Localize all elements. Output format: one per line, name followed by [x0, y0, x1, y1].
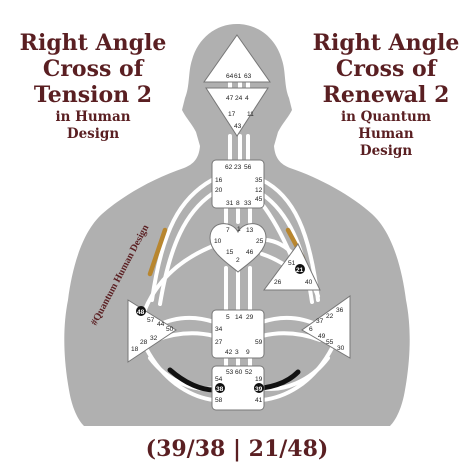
gate-56: 56 — [244, 164, 252, 171]
gate-23: 23 — [234, 164, 242, 171]
gate-42: 42 — [225, 349, 233, 356]
g-center: 7 1 13 10 25 15 46 2 — [209, 223, 267, 273]
head-center: 64 61 63 — [203, 34, 271, 83]
gate-4: 4 — [245, 95, 249, 102]
solar-plexus-center: 36 22 37 6 49 55 30 — [301, 295, 351, 359]
gate-36: 36 — [336, 307, 344, 314]
gate-32: 32 — [150, 335, 158, 342]
left-title-line-3: Tension 2 — [33, 81, 153, 108]
left-title-line-1: Right Angle — [19, 30, 167, 56]
gate-17: 17 — [228, 111, 236, 118]
gate-57: 57 — [147, 317, 155, 324]
gate-14: 14 — [235, 314, 243, 321]
gate-59: 59 — [255, 339, 263, 346]
gate-43: 43 — [234, 123, 242, 130]
ajna-center: 47 24 4 17 11 43 — [205, 87, 269, 137]
activation-gold-left — [147, 227, 168, 277]
gate-24: 24 — [235, 95, 243, 102]
gate-60: 60 — [235, 369, 243, 376]
activation-black-right — [259, 369, 301, 391]
gate-41: 41 — [255, 397, 263, 404]
gate-16: 16 — [215, 177, 223, 184]
gate-47: 47 — [226, 95, 234, 102]
gate-51: 51 — [288, 260, 296, 267]
lines-label: (39/38 | 21/48) — [145, 436, 329, 462]
left-title-line-4: in Human — [55, 108, 131, 125]
gate-27: 27 — [215, 339, 223, 346]
gate-46: 46 — [246, 249, 254, 256]
gate-45: 45 — [255, 196, 263, 203]
right-title-line-3: Renewal 2 — [322, 81, 450, 108]
gate-26: 26 — [274, 279, 282, 286]
throat-center: 62 23 56 16 35 20 12 45 31 8 33 — [211, 159, 265, 209]
gate-35: 35 — [255, 177, 263, 184]
gate-52: 52 — [245, 369, 253, 376]
gate-5: 5 — [226, 314, 230, 321]
gate-48-marker — [136, 306, 146, 316]
root-center: 53 60 52 54 19 38 39 58 41 — [211, 365, 265, 411]
left-title-line-2: Cross of — [42, 55, 144, 82]
gate-31: 31 — [226, 200, 234, 207]
gate-38: 38 — [216, 386, 224, 393]
gate-30: 30 — [337, 345, 345, 352]
gate-49: 49 — [318, 333, 326, 340]
gate-62: 62 — [225, 164, 233, 171]
activation-black — [167, 367, 217, 393]
gate-15: 15 — [226, 249, 234, 256]
gate-2: 2 — [236, 257, 240, 264]
gate-39-marker — [254, 383, 264, 393]
gate-40: 40 — [305, 279, 313, 286]
gate-13: 13 — [246, 227, 254, 234]
gate-29: 29 — [246, 314, 254, 321]
right-title-line-5: Human — [358, 125, 414, 142]
gate-1: 1 — [237, 226, 241, 233]
gate-10: 10 — [214, 238, 222, 245]
gate-25: 25 — [256, 238, 264, 245]
gate-19: 19 — [255, 376, 263, 383]
spleen-center: 48 57 44 50 32 28 18 — [127, 299, 177, 363]
gate-53: 53 — [226, 369, 234, 376]
gate-38-marker — [215, 383, 225, 393]
gate-7: 7 — [226, 227, 230, 234]
gate-55: 55 — [326, 339, 334, 346]
gate-61: 61 — [234, 73, 242, 80]
right-title-line-2: Cross of — [335, 55, 437, 82]
right-title-line-6: Design — [359, 142, 413, 159]
gate-64: 64 — [226, 73, 234, 80]
gate-20: 20 — [215, 187, 223, 194]
gate-34: 34 — [215, 326, 223, 333]
gate-50: 50 — [166, 326, 174, 333]
gate-8: 8 — [236, 200, 240, 207]
right-title-line-1: Right Angle — [312, 30, 460, 56]
gate-9: 9 — [246, 349, 250, 356]
left-title-line-5: Design — [66, 125, 120, 142]
gate-11: 11 — [247, 111, 254, 118]
gate-63: 63 — [244, 73, 252, 80]
gate-48: 48 — [137, 309, 145, 316]
gate-44: 44 — [157, 321, 165, 328]
gate-58: 58 — [215, 397, 223, 404]
right-cross-title: Right Angle Cross of Renewal 2 in Quantu… — [300, 30, 472, 159]
gate-3: 3 — [235, 349, 239, 356]
gate-6: 6 — [309, 326, 313, 333]
gate-22: 22 — [326, 313, 334, 320]
gate-39: 39 — [255, 386, 263, 393]
gate-21-marker — [295, 264, 305, 274]
ego-center: 51 21 26 40 — [263, 243, 321, 291]
gate-21: 21 — [296, 267, 304, 274]
left-cross-title: Right Angle Cross of Tension 2 in Human … — [8, 30, 178, 143]
sacral-center: 5 14 29 34 27 59 42 3 9 — [211, 309, 265, 359]
gate-54: 54 — [215, 376, 223, 383]
gate-18: 18 — [131, 346, 139, 353]
right-title-line-4: in Quantum — [340, 108, 432, 125]
gate-33: 33 — [244, 200, 252, 207]
gate-28: 28 — [140, 339, 148, 346]
gate-12: 12 — [255, 187, 263, 194]
gate-37: 37 — [316, 318, 324, 325]
